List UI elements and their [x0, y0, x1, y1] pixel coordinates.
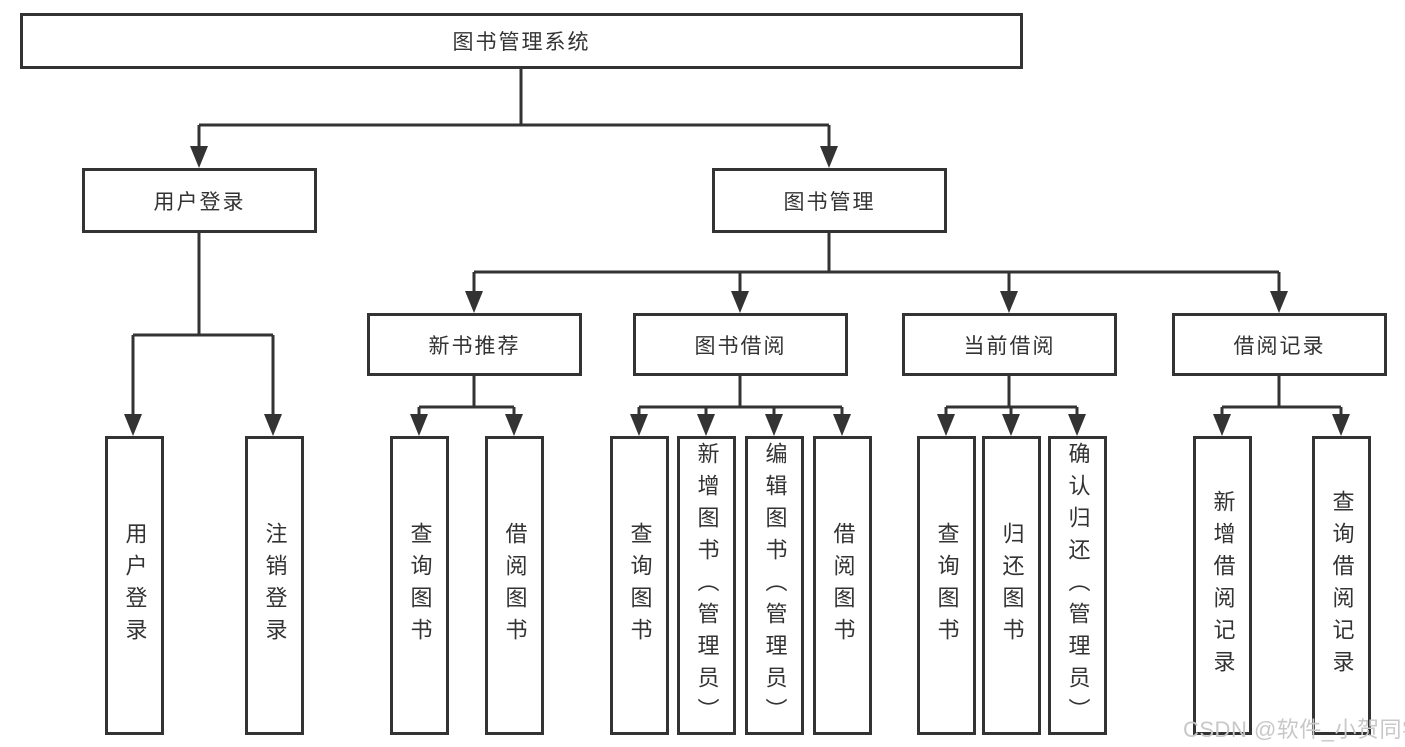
leaf-add-book-admin: 新增图书（管理员） — [677, 436, 736, 735]
leaf-edit-book-admin: 编辑图书（管理员） — [745, 436, 804, 735]
leaf-query-books-recommend: 查询图书 — [390, 436, 449, 735]
node-user-login: 用户登录 — [82, 168, 317, 233]
node-book-management: 图书管理 — [712, 168, 947, 233]
leaf-borrow-books-recommend: 借阅图书 — [485, 436, 544, 735]
node-library-management-system: 图书管理系统 — [20, 13, 1023, 69]
leaf-borrow-books-borrowing: 借阅图书 — [813, 436, 872, 735]
leaf-label: 查询借阅记录 — [1329, 489, 1355, 682]
leaf-query-books-borrowing: 查询图书 — [610, 436, 669, 735]
leaf-label: 新增借阅记录 — [1210, 489, 1236, 682]
node-borrowing-records: 借阅记录 — [1172, 313, 1387, 376]
node-label: 图书借阅 — [694, 334, 787, 358]
leaf-return-book: 归还图书 — [982, 436, 1041, 735]
leaf-label: 新增图书（管理员） — [694, 441, 720, 730]
leaf-user-login: 用户登录 — [105, 436, 164, 735]
leaf-query-books-current: 查询图书 — [917, 436, 976, 735]
leaf-label: 用户登录 — [122, 521, 148, 650]
leaf-query-borrow-record: 查询借阅记录 — [1312, 436, 1371, 735]
leaf-logout: 注销登录 — [245, 436, 304, 735]
leaf-label: 注销登录 — [262, 521, 288, 650]
node-new-book-recommendation: 新书推荐 — [367, 313, 582, 376]
leaf-label: 归还图书 — [999, 521, 1025, 650]
node-label: 新书推荐 — [428, 334, 521, 358]
leaf-label: 查询图书 — [934, 521, 960, 650]
leaf-label: 编辑图书（管理员） — [762, 441, 788, 730]
connector-paths — [131, 69, 1343, 418]
leaf-confirm-return-admin: 确认归还（管理员） — [1048, 436, 1107, 735]
leaf-label: 查询图书 — [407, 521, 433, 650]
leaf-label: 确认归还（管理员） — [1065, 441, 1091, 730]
node-current-borrowing: 当前借阅 — [902, 313, 1117, 376]
csdn-watermark: CSDN @软件_小贺同学 — [1183, 717, 1405, 742]
leaf-label: 借阅图书 — [830, 521, 856, 650]
node-label: 当前借阅 — [963, 334, 1056, 358]
node-label: 用户登录 — [153, 190, 246, 214]
node-label: 图书管理系统 — [452, 31, 591, 54]
node-label: 借阅记录 — [1233, 334, 1326, 358]
leaf-label: 借阅图书 — [502, 521, 528, 650]
node-label: 图书管理 — [783, 190, 876, 214]
leaf-label: 查询图书 — [627, 521, 653, 650]
leaf-add-borrow-record: 新增借阅记录 — [1193, 436, 1252, 735]
node-book-borrowing: 图书借阅 — [633, 313, 848, 376]
arrowheads — [124, 146, 1350, 436]
